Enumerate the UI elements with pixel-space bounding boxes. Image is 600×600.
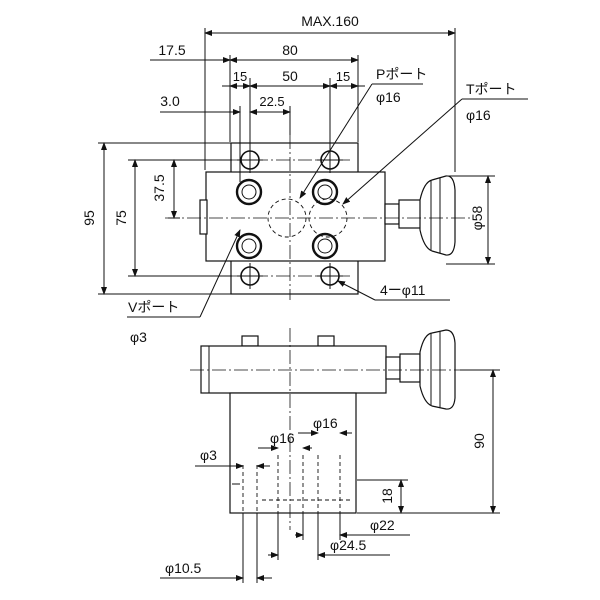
dim-3-0: 3.0 [160, 93, 180, 109]
dim-15-left: 15 [233, 69, 247, 84]
dim-phi24-5: φ24.5 [330, 537, 367, 553]
dim-50: 50 [282, 68, 298, 84]
top-view: MAX.160 17.5 80 15 50 15 3.0 22.5 Pポート φ… [81, 13, 528, 345]
left-cap [199, 199, 208, 235]
dim-90: 90 [471, 433, 487, 449]
dim-18: 18 [379, 488, 395, 504]
holes-label: 4ーφ11 [380, 282, 426, 298]
p-port-diameter: φ16 [376, 89, 401, 105]
side-manifold-block [229, 392, 357, 514]
valve-body [205, 171, 386, 262]
dim-22-5: 22.5 [259, 94, 284, 109]
side-view: φ3 φ16 φ16 90 18 φ22 φ24.5 [160, 328, 500, 583]
side-dim-phi16-a: φ16 [270, 430, 295, 446]
dim-phi22: φ22 [370, 517, 395, 533]
dim-max-160: MAX.160 [301, 13, 359, 29]
dim-17-5: 17.5 [158, 42, 185, 58]
p-port-label: Pポート [376, 66, 427, 82]
v-port-label: Vポート [128, 299, 179, 315]
stem-collar [398, 199, 422, 229]
t-port-label: Tポート [466, 81, 517, 97]
handwheel-knob [419, 175, 456, 256]
stem [384, 203, 400, 225]
dim-95: 95 [81, 210, 97, 226]
bolt-counterbore [311, 232, 339, 260]
bolt-counterbore [235, 178, 263, 206]
dim-37-5: 37.5 [151, 174, 167, 201]
bolt-counterbore [235, 232, 263, 260]
dim-80: 80 [282, 42, 298, 58]
side-valve-body [200, 345, 387, 394]
side-dim-phi3: φ3 [200, 447, 217, 463]
t-port-diameter: φ16 [466, 107, 491, 123]
dim-phi10-5: φ10.5 [165, 560, 202, 576]
dim-phi58: φ58 [469, 205, 485, 230]
dim-75: 75 [113, 210, 129, 226]
side-handwheel-knob [419, 329, 456, 410]
side-dim-phi16-b: φ16 [313, 415, 338, 431]
v-port-diameter: φ3 [130, 329, 147, 345]
dim-15-right: 15 [336, 69, 350, 84]
